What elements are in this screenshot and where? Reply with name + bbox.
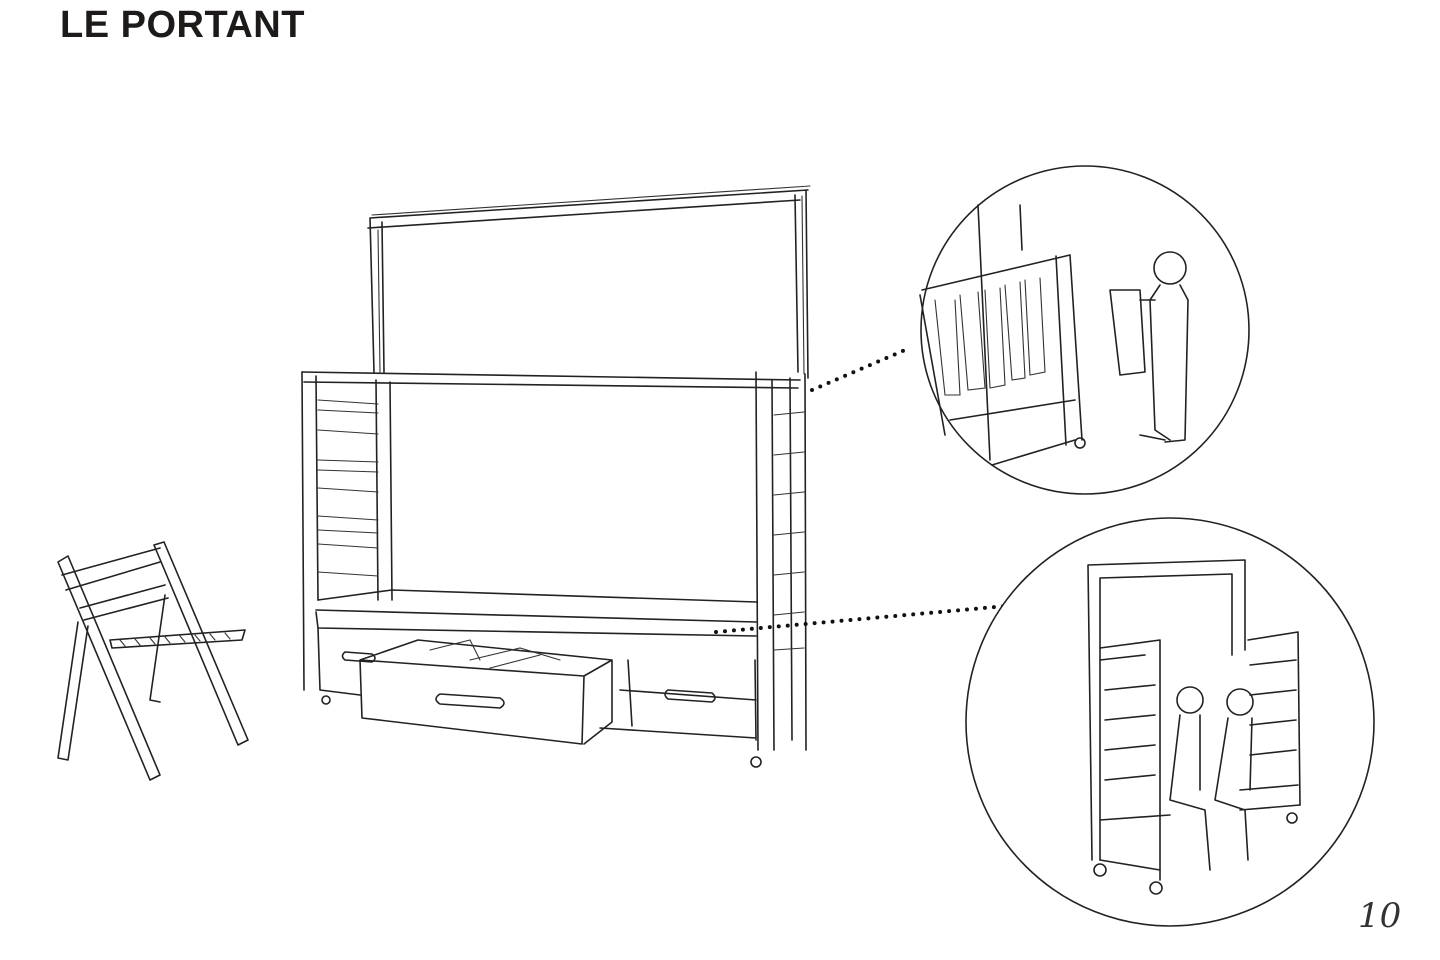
folding-chair-sketch — [57, 541, 249, 781]
leader-line-bottom — [714, 601, 1042, 634]
clothes-hanging-detail — [919, 165, 1250, 495]
page-number: 10 — [1358, 896, 1402, 936]
page-title: LE PORTANT — [60, 4, 305, 46]
leader-line-top — [810, 348, 907, 392]
bench-seating-detail — [965, 517, 1375, 927]
wardrobe-rack-sketch — [301, 185, 811, 768]
